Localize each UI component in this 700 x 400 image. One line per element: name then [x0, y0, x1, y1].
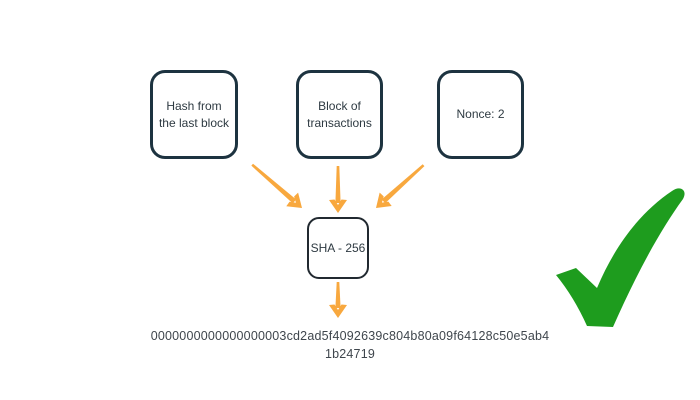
- input-box-nonce-label: Nonce: 2: [456, 107, 505, 121]
- arrow-left-input-icon: [251, 163, 302, 208]
- sha256-box-label: SHA - 256: [310, 240, 366, 255]
- sha256-box: SHA - 256: [307, 217, 369, 279]
- arrow-output-icon: [329, 282, 347, 318]
- input-box-nonce: Nonce: 2: [437, 70, 524, 159]
- input-box-prev-hash: Hash from the last block: [150, 70, 238, 159]
- arrow-right-input-icon: [376, 164, 425, 208]
- input-box-transactions: Block of transactions: [296, 70, 383, 159]
- input-box-prev-hash-label: Hash from the last block: [158, 98, 230, 130]
- output-hash-text: 0000000000000000003cd2ad5f4092639c804b80…: [150, 329, 550, 361]
- arrow-middle-input-icon: [329, 166, 347, 213]
- checkmark-icon: [556, 188, 685, 327]
- input-box-transactions-label: Block of transactions: [307, 98, 372, 130]
